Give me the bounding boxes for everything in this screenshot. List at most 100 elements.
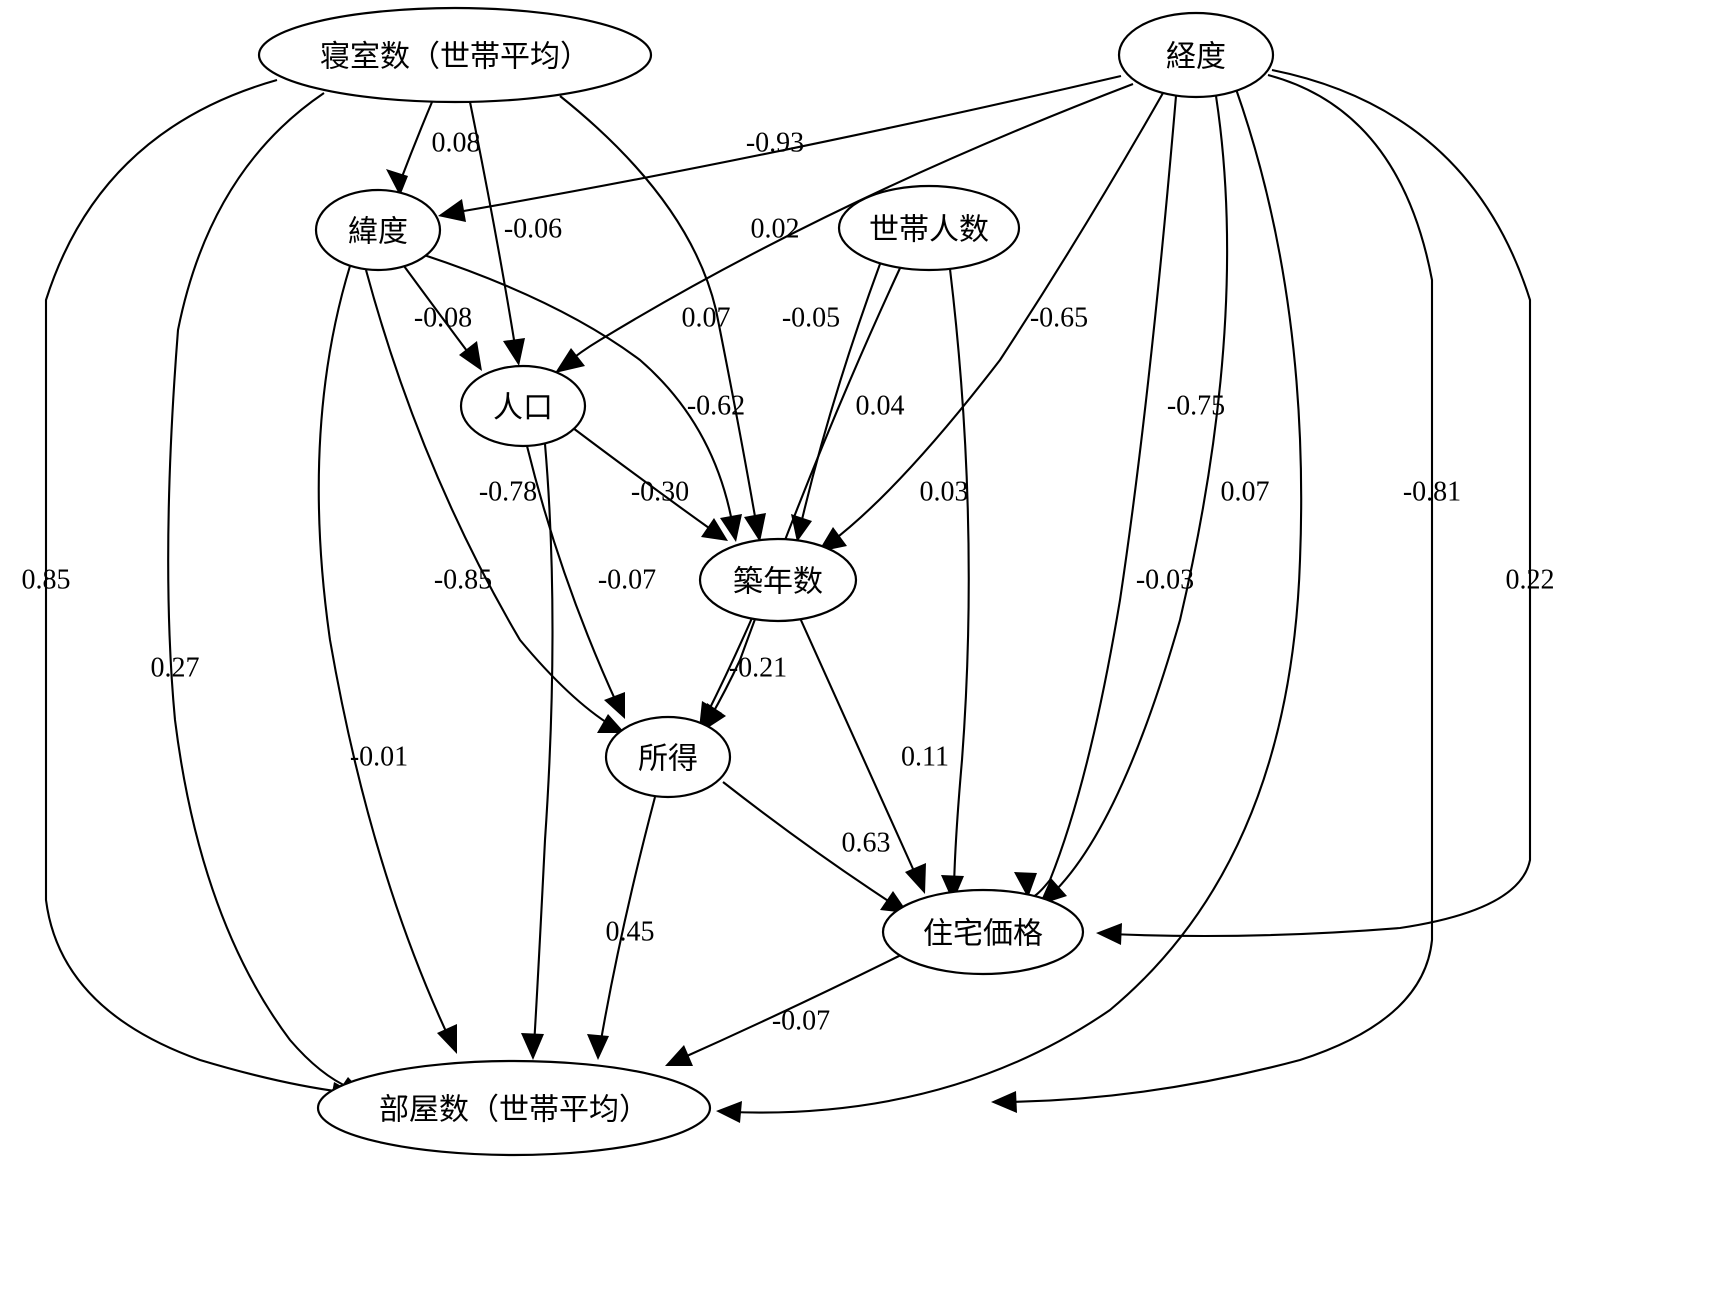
edge-age-income <box>705 617 753 717</box>
edge-weight-label: 0.27 <box>151 653 200 684</box>
node-age[interactable]: 築年数 <box>698 537 858 623</box>
edge-longitude-price-outer <box>1109 68 1532 938</box>
edge-weight-label: -0.05 <box>782 303 840 334</box>
edges-layer <box>44 68 1532 1123</box>
edge-household-age <box>798 263 881 529</box>
node-household[interactable]: 世帯人数 <box>837 184 1021 272</box>
node-label-household: 世帯人数 <box>869 213 989 248</box>
edge-weight-label: 0.07 <box>1221 477 1270 508</box>
edge-bedrooms-latitude <box>399 101 433 183</box>
node-ellipse-rooms <box>316 1059 712 1157</box>
node-longitude[interactable]: 経度 <box>1117 11 1275 99</box>
edge-weight-label: -0.85 <box>434 565 492 596</box>
edge-weight-label: 0.22 <box>1506 565 1555 596</box>
edge-weight-label: -0.75 <box>1167 391 1225 422</box>
edge-weight-label: -0.07 <box>772 1006 830 1037</box>
node-label-age: 築年数 <box>733 565 823 600</box>
edge-bedrooms-population <box>468 101 518 353</box>
edge-population-income <box>525 445 619 707</box>
edge-bedrooms-rooms-a <box>44 78 343 1094</box>
arrowhead-age-price <box>905 863 926 894</box>
arrowhead-longitude-rooms-a <box>716 1101 742 1123</box>
node-label-price: 住宅価格 <box>923 917 1043 952</box>
edge-weight-label: 0.08 <box>432 128 481 159</box>
edge-labels-layer: 0.08 -0.93 -0.06 -0.08 0.02 0.07 -0.05 -… <box>22 128 1555 1037</box>
edge-longitude-price <box>1049 95 1229 897</box>
edge-weight-label: 0.02 <box>751 214 800 245</box>
arrowhead-bedrooms-population <box>503 338 525 366</box>
edge-longitude-rooms-a <box>729 88 1303 1114</box>
node-rooms[interactable]: 部屋数（世帯平均） <box>316 1059 712 1157</box>
edge-weight-label: -0.08 <box>414 303 472 334</box>
edge-weight-label: 0.45 <box>606 917 655 948</box>
edge-latitude-income <box>364 269 613 727</box>
arrowhead-population-age <box>701 518 728 541</box>
arrowhead-longitude-age <box>818 527 847 552</box>
edge-longitude-latitude <box>451 74 1122 215</box>
edge-weight-label: -0.01 <box>350 742 408 773</box>
arrowhead-age-income <box>699 701 722 729</box>
arrowhead-longitude-price-outer <box>1096 923 1122 945</box>
edge-bedrooms-age <box>559 95 759 529</box>
node-ellipse-longitude <box>1117 11 1275 99</box>
node-label-longitude: 経度 <box>1166 40 1226 75</box>
edge-bedrooms-rooms-b <box>167 92 351 1089</box>
nodes-layer: 寝室数（世帯平均） 経度 緯度 世帯人数 人口 築年数 <box>257 6 1275 1157</box>
arrowhead-household-age <box>791 514 812 542</box>
node-label-rooms: 部屋数（世帯平均） <box>379 1093 649 1128</box>
arrowhead-latitude-income <box>597 714 625 733</box>
node-ellipse-age <box>698 537 858 623</box>
node-price[interactable]: 住宅価格 <box>881 888 1085 976</box>
arrowhead-household-price <box>941 875 964 902</box>
arrowhead-longitude-latitude <box>438 199 466 222</box>
edge-weight-label: 0.07 <box>682 303 731 334</box>
edge-price-rooms <box>677 952 906 1061</box>
node-bedrooms[interactable]: 寝室数（世帯平均） <box>257 6 653 104</box>
arrowhead-bedrooms-latitude <box>386 169 408 196</box>
edge-weight-label: 0.04 <box>856 391 905 422</box>
edge-weight-label: -0.93 <box>746 128 804 159</box>
arrowhead-longitude-rooms-b <box>991 1091 1017 1113</box>
arrowhead-latitude-rooms <box>437 1024 457 1054</box>
arrowhead-longitude-income <box>1014 872 1037 898</box>
arrowhead-income-rooms <box>587 1034 609 1060</box>
edge-weight-label: 0.11 <box>901 742 949 773</box>
edge-latitude-rooms <box>317 265 451 1041</box>
node-ellipse-population <box>459 364 587 448</box>
arrowhead-bedrooms-age <box>744 513 766 542</box>
edge-weight-label: -0.07 <box>598 565 656 596</box>
node-ellipse-income <box>604 715 732 799</box>
node-latitude[interactable]: 緯度 <box>314 188 442 272</box>
edge-weight-label: -0.78 <box>479 477 537 508</box>
edge-household-price <box>948 268 970 889</box>
edge-latitude-age <box>423 254 735 528</box>
edge-weight-label: 0.63 <box>842 828 891 859</box>
edge-weight-label: -0.06 <box>504 214 562 245</box>
edge-weight-label: -0.65 <box>1030 303 1088 334</box>
arrowhead-latitude-population <box>459 341 482 371</box>
node-income[interactable]: 所得 <box>604 715 732 799</box>
edge-weight-label: -0.30 <box>631 477 689 508</box>
node-label-latitude: 緯度 <box>348 215 408 250</box>
edge-longitude-age <box>829 92 1164 544</box>
node-population[interactable]: 人口 <box>459 364 587 448</box>
arrowhead-population-income <box>604 692 625 719</box>
arrowhead-latitude-age <box>720 514 742 542</box>
edge-age-price <box>799 617 919 881</box>
arrowhead-population-rooms <box>521 1033 544 1060</box>
edge-population-rooms <box>532 443 554 1047</box>
edge-weight-label: -0.03 <box>1136 565 1194 596</box>
edge-longitude-population <box>565 83 1134 365</box>
edge-weight-label: -0.21 <box>729 653 787 684</box>
arrowhead-price-rooms <box>665 1045 693 1066</box>
edge-longitude-income <box>1026 95 1178 899</box>
edge-income-rooms <box>598 796 657 1047</box>
node-ellipse-price <box>881 888 1085 976</box>
arrowhead-longitude-population <box>555 348 585 373</box>
node-ellipse-bedrooms <box>257 6 653 104</box>
edge-population-age <box>572 427 717 534</box>
edge-income-price <box>722 781 897 907</box>
node-ellipse-latitude <box>314 188 442 272</box>
